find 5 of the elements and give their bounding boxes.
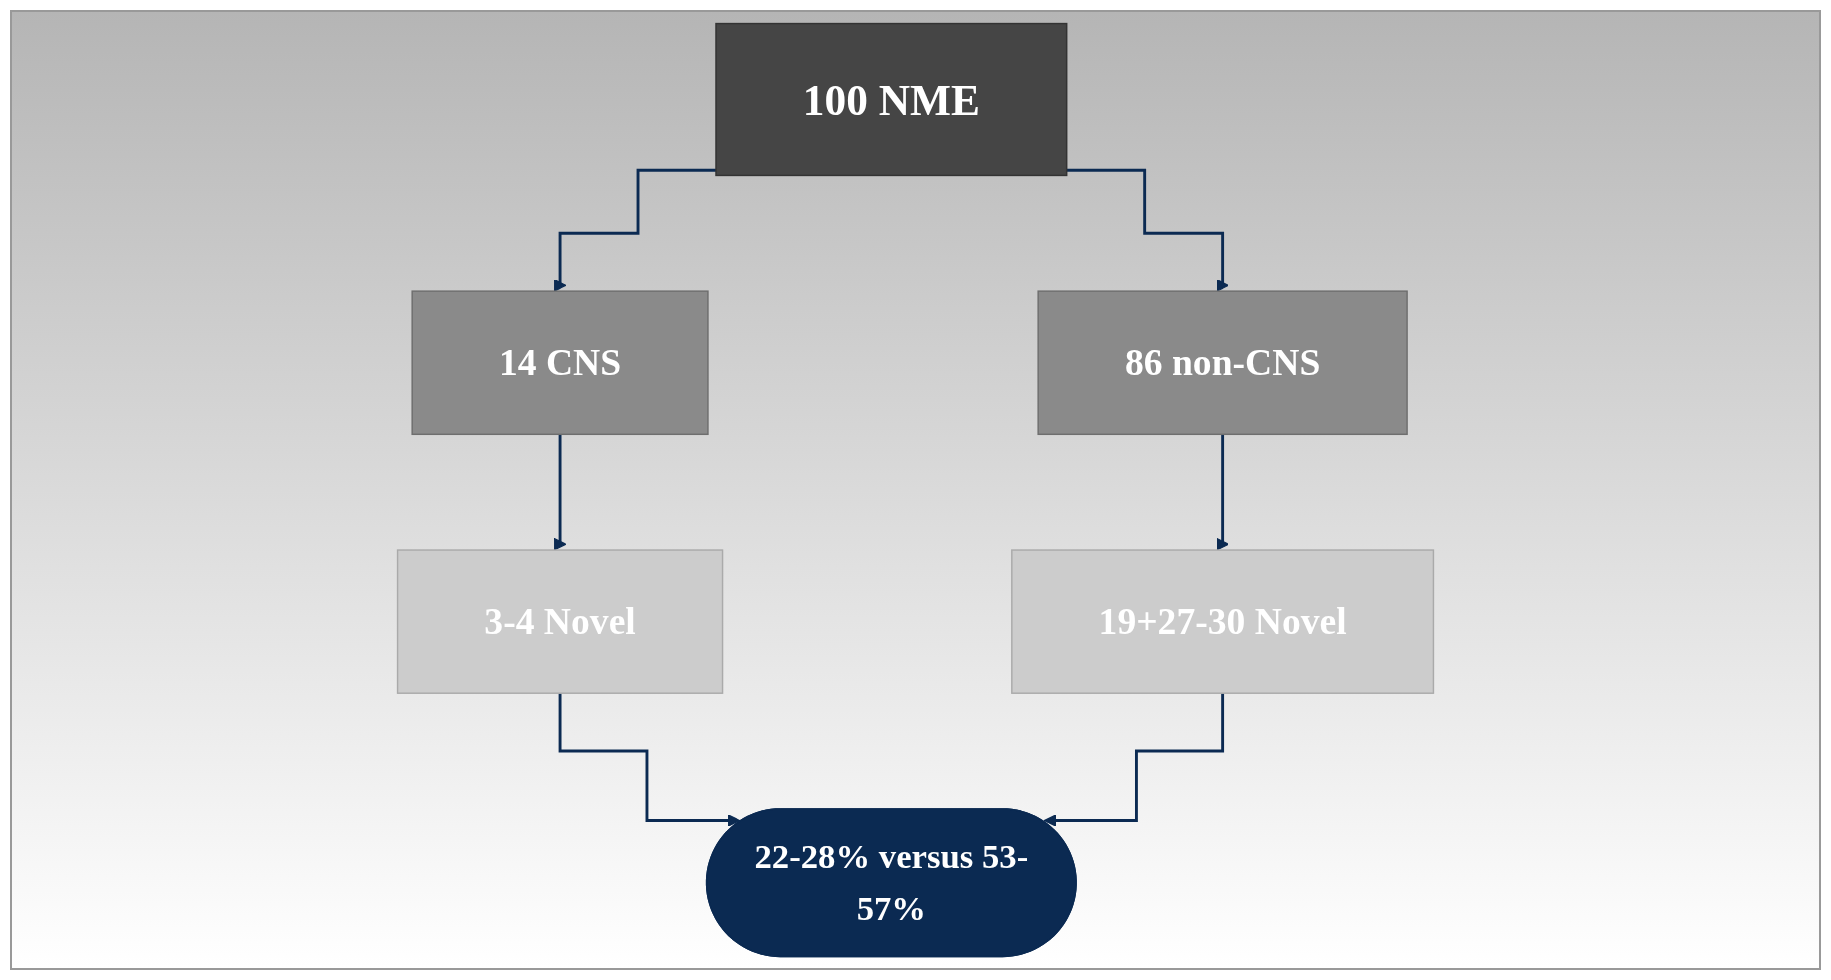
node-box: 14 CNS — [411, 290, 709, 436]
node-box: 100 NME — [715, 22, 1068, 177]
arrow — [1066, 168, 1229, 292]
arrow — [553, 168, 716, 292]
node-box: 86 non-CNS — [1037, 290, 1408, 436]
